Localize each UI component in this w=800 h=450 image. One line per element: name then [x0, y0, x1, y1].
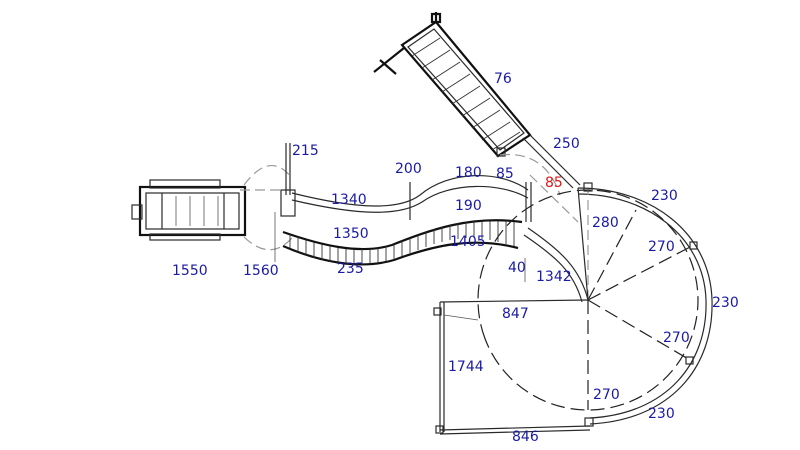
dim-270-middle: 270 — [663, 330, 690, 346]
dim-40: 40 — [508, 260, 526, 276]
dim-280: 280 — [592, 215, 619, 231]
support-post — [280, 143, 296, 217]
incline-conveyor — [373, 12, 581, 223]
dim-200: 200 — [395, 161, 422, 177]
left-transfer-unit — [131, 164, 293, 262]
spiral-conveyor — [439, 182, 713, 427]
dim-85-blue: 85 — [496, 166, 514, 182]
dim-230-right: 230 — [712, 295, 739, 311]
dim-230-top: 230 — [651, 188, 678, 204]
dim-235: 235 — [337, 261, 364, 277]
lower-s-conveyor — [282, 219, 523, 266]
dim-250: 250 — [553, 136, 580, 152]
dim-190: 190 — [455, 198, 482, 214]
dim-180: 180 — [455, 165, 482, 181]
return-frame — [433, 302, 591, 435]
dim-1405: 1405 — [450, 234, 486, 250]
dim-1342: 1342 — [536, 269, 572, 285]
dim-1340: 1340 — [331, 192, 367, 208]
upper-s-conveyor — [291, 175, 532, 222]
dim-1550: 1550 — [172, 263, 208, 279]
dim-1560: 1560 — [243, 263, 279, 279]
dim-847: 847 — [502, 306, 529, 322]
dim-76: 76 — [494, 71, 512, 87]
dim-846: 846 — [512, 429, 539, 445]
dim-230-bottom: 230 — [648, 406, 675, 422]
dim-215: 215 — [292, 143, 319, 159]
dim-1350: 1350 — [333, 226, 369, 242]
dimension-labels: 76 250 215 200 180 85 85 230 1340 190 28… — [172, 71, 739, 445]
dim-270-lower: 270 — [593, 387, 620, 403]
dim-270-upper: 270 — [648, 239, 675, 255]
transfer-curve — [523, 227, 589, 303]
dim-1744: 1744 — [448, 359, 484, 375]
dim-85-red: 85 — [545, 175, 563, 191]
